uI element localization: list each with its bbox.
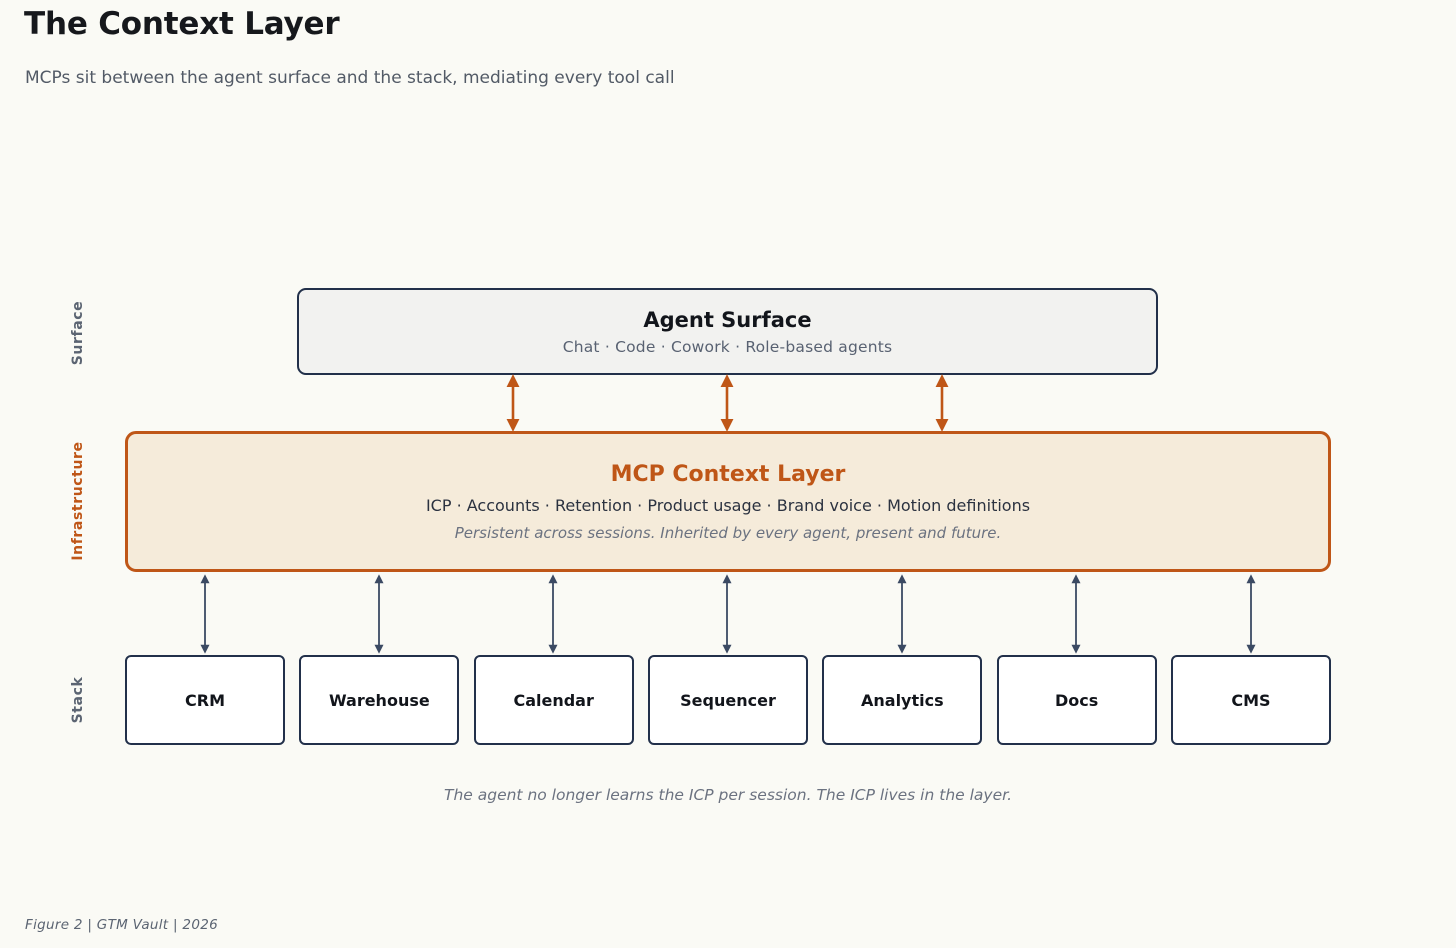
page-subtitle: MCPs sit between the agent surface and t… xyxy=(25,68,675,88)
mcp-context-layer-box[interactable]: MCP Context Layer ICP · Accounts · Reten… xyxy=(125,431,1331,572)
mcp-context-layer-title: MCP Context Layer xyxy=(610,461,846,487)
stack-box[interactable]: Sequencer xyxy=(647,655,808,745)
lower-connector-arrows xyxy=(200,574,1256,654)
stack-box[interactable]: Docs xyxy=(996,655,1157,745)
figure-caption: Figure 2 | GTM Vault | 2026 xyxy=(25,917,218,933)
stack-box[interactable]: Warehouse xyxy=(299,655,460,745)
upper-connector-arrows xyxy=(506,374,949,432)
stack-box[interactable]: Analytics xyxy=(822,655,983,745)
agent-surface-subtitle: Chat · Code · Cowork · Role-based agents xyxy=(562,337,893,356)
stack-box[interactable]: Calendar xyxy=(473,655,634,745)
agent-surface-box[interactable]: Agent Surface Chat · Code · Cowork · Rol… xyxy=(297,288,1158,375)
band-label-stack: Stack xyxy=(70,676,86,724)
mcp-context-layer-subtitle: ICP · Accounts · Retention · Product usa… xyxy=(425,495,1031,515)
page-title: The Context Layer xyxy=(24,6,340,42)
agent-surface-title: Agent Surface xyxy=(643,307,812,332)
band-label-surface: Surface xyxy=(70,300,86,366)
band-label-infrastructure: Infrastructure xyxy=(70,441,86,561)
closing-note: The agent no longer learns the ICP per s… xyxy=(443,786,1012,804)
stack-box[interactable]: CRM xyxy=(125,655,285,745)
mcp-context-layer-note: Persistent across sessions. Inherited by… xyxy=(454,523,1002,542)
stack-row: CRM Warehouse Calendar Sequencer Analyti… xyxy=(125,655,1331,745)
stack-box[interactable]: CMS xyxy=(1170,655,1331,745)
